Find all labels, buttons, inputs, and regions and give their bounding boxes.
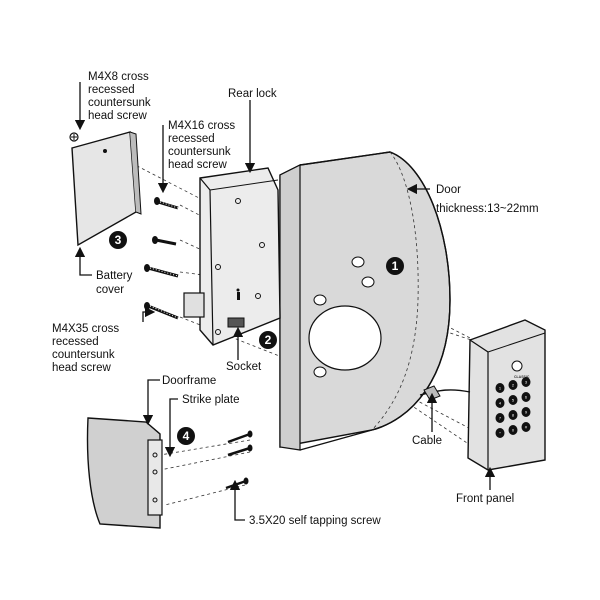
svg-text:countersunk: countersunk: [88, 97, 151, 109]
svg-text:head screw: head screw: [52, 362, 112, 374]
m4x8-screw: [69, 132, 79, 142]
keypad-key-label: #: [525, 425, 528, 430]
svg-text:Front panel: Front panel: [456, 493, 514, 505]
svg-text:thickness:13~22mm: thickness:13~22mm: [436, 203, 539, 215]
step-badge-3: 3: [109, 231, 127, 249]
svg-text:1: 1: [392, 259, 399, 273]
keypad-key-label: 8: [512, 413, 515, 418]
svg-text:Battery: Battery: [96, 270, 133, 282]
leader-lines: [74, 82, 496, 521]
svg-text:cover: cover: [96, 284, 124, 296]
keypad-key: [521, 407, 531, 417]
self-tapping-screw-1: [227, 430, 253, 444]
keypad-key-label: 3: [525, 380, 528, 385]
step-badge-4: 4: [177, 427, 195, 445]
step-badge-2: 2: [259, 331, 277, 349]
svg-text:Doorframe: Doorframe: [162, 375, 216, 387]
label-m4x16-screw: M4X16 cross recessed countersunk head sc…: [168, 120, 235, 171]
label-cable: Cable: [412, 435, 442, 447]
keypad-key: [521, 377, 531, 387]
svg-text:Door: Door: [436, 184, 461, 196]
label-self-tapping-screw: 3.5X20 self tapping screw: [249, 515, 381, 527]
svg-text:head screw: head screw: [88, 110, 148, 122]
svg-text:countersunk: countersunk: [168, 146, 231, 158]
label-socket: Socket: [226, 361, 262, 373]
keypad-key: [495, 398, 505, 408]
keypad-key: [495, 428, 505, 438]
label-m4x35-screw: M4X35 cross recessed countersunk head sc…: [52, 323, 119, 374]
keypad-key: [508, 395, 518, 405]
svg-text:recessed: recessed: [168, 133, 215, 145]
svg-text:countersunk: countersunk: [52, 349, 115, 361]
front-panel: CLASSIC: [467, 319, 546, 471]
m4x16-screw-2: [152, 236, 177, 246]
keypad-key: [508, 410, 518, 420]
self-tapping-screw-2: [227, 444, 253, 457]
keypad-key: [495, 383, 505, 393]
keypad-key: [508, 425, 518, 435]
cable: [419, 385, 471, 401]
keypad-key-label: 5: [512, 398, 515, 403]
svg-text:M4X8 cross: M4X8 cross: [88, 71, 149, 83]
step-badge-1: 1: [386, 257, 404, 275]
label-m4x8-screw: M4X8 cross recessed countersunk head scr…: [88, 71, 151, 122]
label-battery-cover: Battery cover: [96, 270, 133, 296]
keypad: 1 2 3 4 5 6 7 8 9 * 0 #: [495, 377, 531, 438]
keypad-key: [521, 422, 531, 432]
svg-text:3.5X20 self tapping screw: 3.5X20 self tapping screw: [249, 515, 381, 527]
keypad-key-label: 9: [525, 410, 528, 415]
label-rear-lock: Rear lock: [228, 88, 277, 100]
keypad-key-label: 7: [499, 416, 502, 421]
keypad-key-label: 6: [525, 395, 528, 400]
svg-text:M4X35 cross: M4X35 cross: [52, 323, 119, 335]
keypad-key: [521, 392, 531, 402]
keypad-key-label: 1: [499, 386, 502, 391]
svg-text:Socket: Socket: [226, 361, 262, 373]
m4x35-screw: [144, 264, 179, 278]
svg-text:Cable: Cable: [412, 435, 442, 447]
svg-text:head screw: head screw: [168, 159, 228, 171]
svg-text:recessed: recessed: [88, 84, 135, 96]
label-door: Door thickness:13~22mm: [436, 184, 539, 215]
m4x16-screw-1: [154, 197, 179, 210]
battery-cover: [71, 131, 142, 247]
svg-text:3: 3: [115, 233, 122, 247]
keypad-brand: CLASSIC: [514, 375, 530, 379]
doorframe: [86, 417, 163, 529]
svg-text:M4X16 cross: M4X16 cross: [168, 120, 235, 132]
self-tapping-screw-3: [225, 477, 249, 490]
svg-text:Rear lock: Rear lock: [228, 88, 277, 100]
keypad-key-label: *: [499, 431, 501, 436]
keypad-key: [508, 380, 518, 390]
svg-text:Strike plate: Strike plate: [182, 394, 240, 406]
keypad-key-label: 0: [512, 428, 515, 433]
keypad-key-label: 2: [512, 383, 515, 388]
keypad-key-label: 4: [499, 401, 502, 406]
label-doorframe: Doorframe: [162, 375, 216, 387]
label-strike-plate: Strike plate: [182, 394, 240, 406]
svg-text:recessed: recessed: [52, 336, 99, 348]
label-front-panel: Front panel: [456, 493, 514, 505]
keypad-key: [495, 413, 505, 423]
svg-text:4: 4: [183, 429, 190, 443]
m4x35-screw-2: [144, 302, 179, 320]
rear-lock: [183, 167, 281, 346]
door: [279, 151, 451, 451]
svg-text:2: 2: [265, 333, 272, 347]
